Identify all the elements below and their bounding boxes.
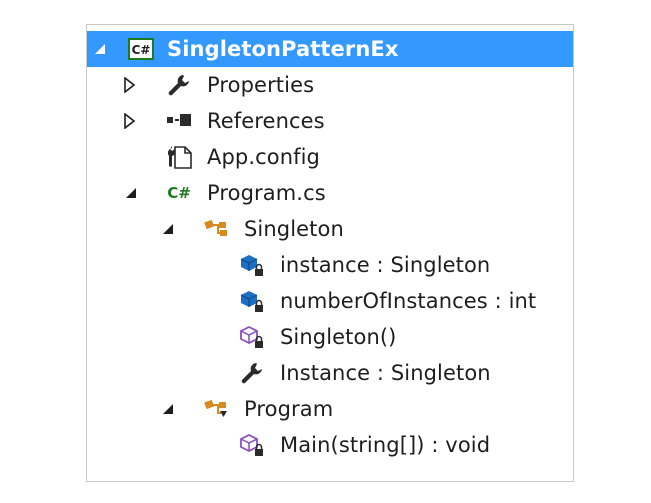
tree-item-constructor[interactable]: Singleton() — [87, 319, 573, 355]
tree-item-program-class[interactable]: Program — [87, 391, 573, 427]
private-field-icon — [238, 252, 266, 278]
solution-explorer-panel: C# SingletonPatternEx Properties — [86, 24, 574, 482]
app-config-label: App.config — [207, 145, 320, 169]
tree-item-properties[interactable]: Properties — [87, 67, 573, 103]
collapse-arrow-icon[interactable] — [159, 400, 177, 418]
expand-arrow-icon[interactable] — [120, 76, 138, 94]
config-file-icon — [165, 144, 193, 170]
expand-arrow-icon[interactable] — [120, 112, 138, 130]
project-label: SingletonPatternEx — [167, 37, 399, 61]
collapse-arrow-icon[interactable] — [159, 220, 177, 238]
csharp-badge-text: C# — [167, 184, 191, 202]
constructor-label: Singleton() — [280, 325, 397, 349]
main-method-label: Main(string[]) : void — [280, 433, 491, 457]
tree-item-main-method[interactable]: Main(string[]) : void — [87, 427, 573, 463]
collapse-arrow-icon[interactable] — [122, 184, 140, 202]
tree-item-instance-field[interactable]: instance : Singleton — [87, 247, 573, 283]
class-icon — [202, 216, 230, 242]
wrench-icon — [165, 72, 193, 98]
program-class-label: Program — [244, 397, 334, 421]
tree-item-program-cs[interactable]: C# Program.cs — [87, 175, 573, 211]
program-cs-label: Program.cs — [207, 181, 326, 205]
csharp-project-icon: C# — [127, 36, 155, 62]
properties-label: Properties — [207, 73, 315, 97]
property-icon — [238, 360, 266, 386]
references-label: References — [207, 109, 325, 133]
tree-item-instance-property[interactable]: Instance : Singleton — [87, 355, 573, 391]
instance-property-label: Instance : Singleton — [280, 361, 491, 385]
tree-item-app-config[interactable]: App.config — [87, 139, 573, 175]
tree-item-count-field[interactable]: numberOfInstances : int — [87, 283, 573, 319]
class-icon — [202, 396, 230, 422]
private-method-icon — [238, 324, 266, 350]
references-icon — [165, 108, 193, 134]
instance-field-label: instance : Singleton — [280, 253, 491, 277]
collapse-arrow-icon[interactable] — [91, 40, 109, 58]
project-badge-text: C# — [132, 43, 151, 57]
singleton-class-label: Singleton — [244, 217, 344, 241]
tree-item-references[interactable]: References — [87, 103, 573, 139]
count-field-label: numberOfInstances : int — [280, 289, 537, 313]
private-field-icon — [238, 288, 266, 314]
csharp-file-icon: C# — [165, 180, 193, 206]
private-method-icon — [238, 432, 266, 458]
tree-item-project[interactable]: C# SingletonPatternEx — [87, 31, 573, 67]
tree-item-singleton-class[interactable]: Singleton — [87, 211, 573, 247]
